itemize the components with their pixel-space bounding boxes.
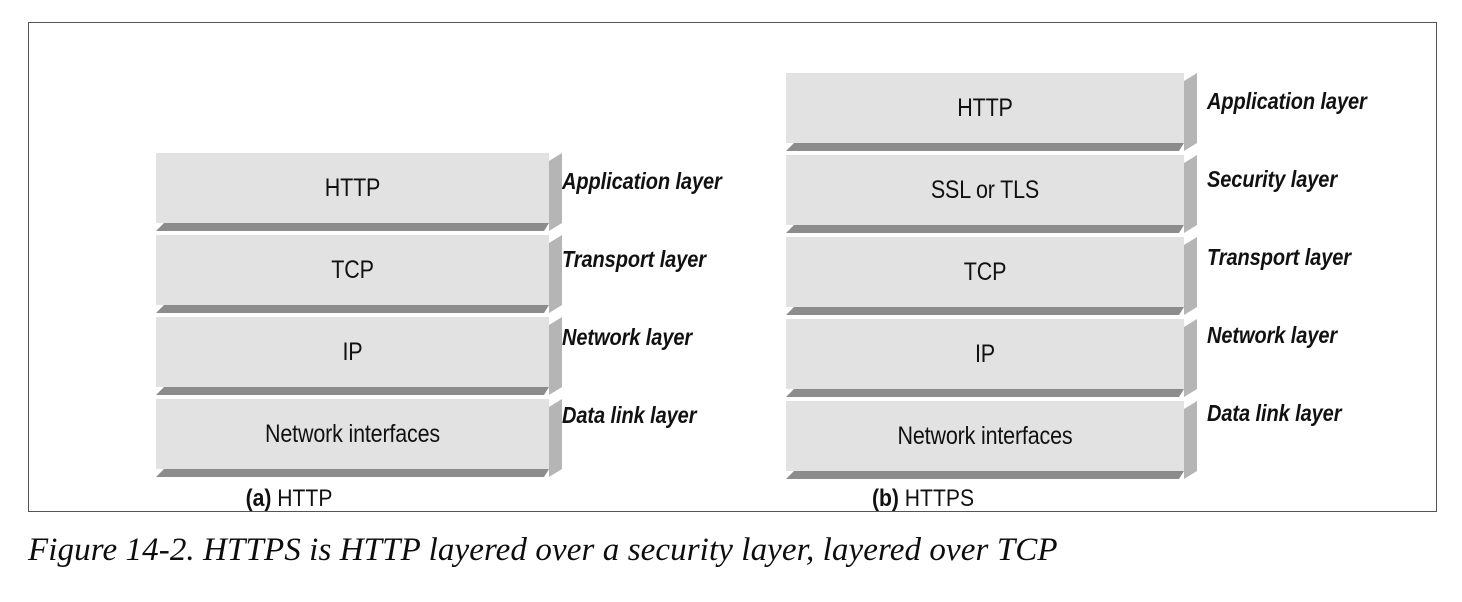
slab-shadow <box>156 223 549 231</box>
slab-front-face <box>786 319 1184 389</box>
slab-side-face <box>1184 319 1197 397</box>
layer-name: HTTP <box>957 93 1013 122</box>
annotation-http-datalink: Data link layer <box>562 402 697 428</box>
layer-name: HTTP <box>324 173 381 202</box>
slab-side-face <box>549 235 562 313</box>
slab-side-face <box>549 399 562 477</box>
slab-front-face <box>156 399 549 469</box>
subcaption-http-text: HTTP <box>277 485 333 512</box>
slab-front-face <box>156 235 549 305</box>
slab-side-face <box>1184 155 1197 233</box>
layer-name: Network interfaces <box>265 419 440 448</box>
subcaption-https-text: HTTPS <box>904 485 975 512</box>
annotation-https-datalink: Data link layer <box>1207 400 1342 426</box>
annotation-https-security: Security layer <box>1207 166 1338 192</box>
subcaption-https-prefix: (b) <box>871 485 899 512</box>
slab-side-face <box>549 317 562 395</box>
layer-name: Network interfaces <box>897 421 1073 450</box>
slab-shadow <box>156 469 549 477</box>
slab-shadow <box>786 225 1184 233</box>
slab-shadow <box>786 143 1184 151</box>
subcaption-https: (b) HTTPS <box>691 485 1156 513</box>
slab-shadow <box>156 387 549 395</box>
layer-name: IP <box>342 337 363 366</box>
slab-shadow <box>786 389 1184 397</box>
figure-caption: Figure 14-2. HTTPS is HTTP layered over … <box>28 532 1058 568</box>
annotation-http-network: Network layer <box>562 324 693 350</box>
slab-side-face <box>1184 401 1197 479</box>
layer-name: SSL or TLS <box>930 175 1040 204</box>
layer-name: TCP <box>331 255 374 284</box>
annotation-https-network: Network layer <box>1207 322 1338 348</box>
annotation-https-transport: Transport layer <box>1207 244 1352 270</box>
subcaption-http-prefix: (a) <box>245 485 272 512</box>
slab-front-face <box>786 155 1184 225</box>
layer-name: IP <box>975 339 995 368</box>
figure-frame: HTTP TCP IP Network interfaces <box>28 22 1437 512</box>
annotation-https-application: Application layer <box>1207 88 1367 114</box>
slab-front-face <box>786 73 1184 143</box>
slab-side-face <box>1184 237 1197 315</box>
slab-side-face <box>1184 73 1197 151</box>
annotation-http-application: Application layer <box>562 168 722 194</box>
layer-name: TCP <box>963 257 1007 286</box>
slab-front-face <box>786 401 1184 471</box>
slab-shadow <box>786 307 1184 315</box>
slab-front-face <box>156 153 549 223</box>
subcaption-http: (a) HTTP <box>60 485 518 513</box>
slab-side-face <box>549 153 562 231</box>
slab-shadow <box>786 471 1184 479</box>
slab-front-face <box>786 237 1184 307</box>
slab-shadow <box>156 305 549 313</box>
slab-front-face <box>156 317 549 387</box>
annotation-http-transport: Transport layer <box>562 246 707 272</box>
